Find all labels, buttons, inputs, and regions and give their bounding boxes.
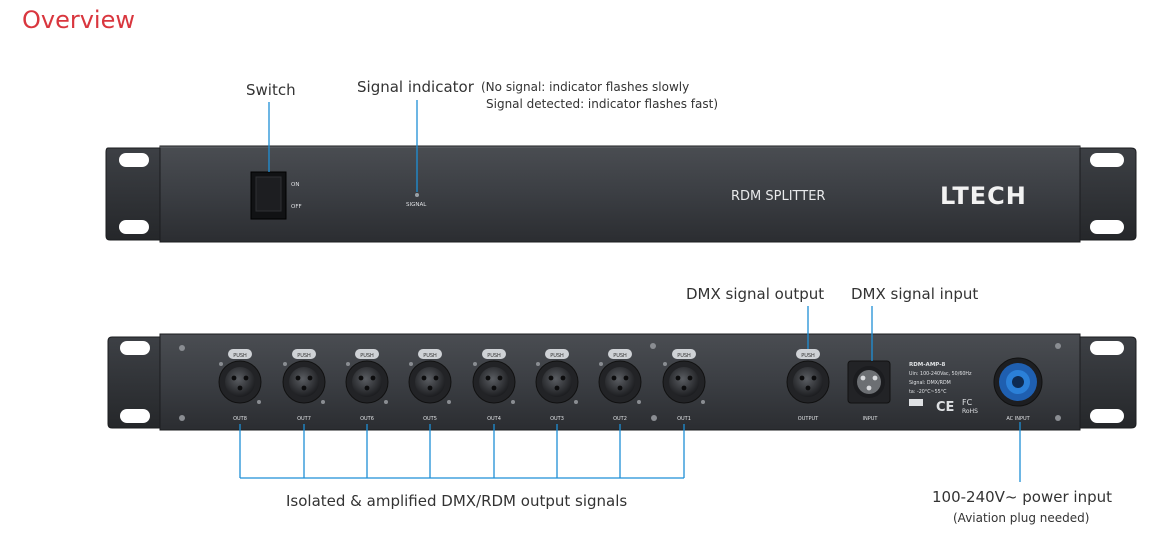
product-name: RDM SPLITTER xyxy=(731,189,825,204)
front-faceplate xyxy=(159,145,1081,243)
power-note: (Aviation plug needed) xyxy=(953,511,1090,525)
back-left-mount-slot-bottom xyxy=(120,409,150,423)
dmx-input-label: DMX signal input xyxy=(851,285,979,303)
back-screws xyxy=(179,343,1061,421)
front-left-ear xyxy=(105,147,161,241)
push-tab[interactable] xyxy=(292,349,316,359)
front-left-mount-slot-top xyxy=(119,153,149,167)
front-right-ear xyxy=(1079,147,1137,241)
push-tab[interactable] xyxy=(418,349,442,359)
spec-line: ta: -20°C~55°C xyxy=(909,389,947,395)
back-right-mount-slot-bottom xyxy=(1090,409,1124,423)
fc-mark: FC xyxy=(962,398,973,407)
ac-input-port[interactable]: AC INPUT xyxy=(993,357,1043,422)
port-label: OUT5 xyxy=(423,416,437,422)
front-panel: ON OFF SIGNAL RDM SPLITTER LTECH xyxy=(105,145,1137,243)
push-text: PUSH xyxy=(487,353,501,359)
push-text: PUSH xyxy=(297,353,311,359)
push-text: PUSH xyxy=(233,353,247,359)
front-right-mount-slot-bottom xyxy=(1090,220,1124,234)
spec-line: Signal: DMX/RDM xyxy=(909,380,951,386)
page-title: Overview xyxy=(22,6,135,34)
outputs-caption: Isolated & amplified DMX/RDM output sign… xyxy=(286,492,628,510)
output-push-tab[interactable] xyxy=(796,349,820,359)
spec-line: Uin: 100-240Vac, 50/60Hz xyxy=(909,371,972,377)
outputs-bracket xyxy=(239,424,685,479)
push-text: PUSH xyxy=(550,353,564,359)
switch-label: Switch xyxy=(246,81,296,99)
push-tab[interactable] xyxy=(672,349,696,359)
output-port-text: OUTPUT xyxy=(798,416,819,422)
port-label: OUT4 xyxy=(487,416,501,422)
dmx-output-label: DMX signal output xyxy=(686,285,825,303)
xlr-port-out3[interactable]: PUSH OUT3 xyxy=(535,349,579,422)
signal-note-fast: Signal detected: indicator flashes fast) xyxy=(486,97,718,111)
brand-logo: LTECH xyxy=(940,182,1027,210)
switch-on-text: ON xyxy=(291,182,299,188)
port-label: OUT8 xyxy=(233,416,247,422)
port-label: OUT7 xyxy=(297,416,311,422)
ac-port-text: AC INPUT xyxy=(1006,416,1030,422)
xlr-port-out7[interactable]: PUSH OUT7 xyxy=(282,349,326,422)
xlr-port-out8[interactable]: PUSH OUT8 xyxy=(218,349,262,422)
xlr-port-out1[interactable]: PUSH OUT1 xyxy=(662,349,706,422)
dmx-input-port[interactable]: INPUT xyxy=(847,360,891,422)
xlr-port-out2[interactable]: PUSH OUT2 xyxy=(598,349,642,422)
rohs-mark: RoHS xyxy=(962,408,978,415)
push-tab[interactable] xyxy=(608,349,632,359)
signal-note-slow: (No signal: indicator flashes slowly xyxy=(481,80,690,94)
port-label: OUT6 xyxy=(360,416,374,422)
push-tab[interactable] xyxy=(545,349,569,359)
xlr-port-out6[interactable]: PUSH OUT6 xyxy=(345,349,389,422)
output-push-text: PUSH xyxy=(801,353,815,359)
front-left-mount-slot-bottom xyxy=(119,220,149,234)
switch-off-text: OFF xyxy=(291,204,302,210)
port-label: OUT1 xyxy=(677,416,691,422)
back-callouts xyxy=(239,306,1021,482)
spec-line: RDM-AMP-8 xyxy=(909,362,946,368)
power-caption: 100-240V~ power input xyxy=(932,488,1112,506)
ce-mark: CE xyxy=(936,400,954,415)
signal-indicator-label: Signal indicator xyxy=(357,78,474,96)
push-text: PUSH xyxy=(423,353,437,359)
back-left-mount-slot-top xyxy=(120,341,150,355)
push-text: PUSH xyxy=(613,353,627,359)
back-panel: PUSH OUT8 PUSH OUT7 PUSH OUT6 PUSH OUT5 PUSH OUT4… xyxy=(107,333,1137,431)
signal-led xyxy=(415,193,419,197)
port-label: OUT2 xyxy=(613,416,627,422)
xlr-port-out4[interactable]: PUSH OUT4 xyxy=(472,349,516,422)
xlr-port-out5[interactable]: PUSH OUT5 xyxy=(408,349,452,422)
back-left-ear xyxy=(107,336,161,429)
input-port-text: INPUT xyxy=(863,416,879,422)
back-right-ear xyxy=(1079,336,1137,429)
push-text: PUSH xyxy=(677,353,691,359)
push-tab[interactable] xyxy=(228,349,252,359)
back-right-mount-slot-top xyxy=(1090,341,1124,355)
output-ports: PUSH OUT8 PUSH OUT7 PUSH OUT6 PUSH OUT5 PUSH OUT4… xyxy=(218,349,706,422)
signal-led-text: SIGNAL xyxy=(406,202,427,208)
power-switch-rocker[interactable] xyxy=(255,176,282,212)
front-callouts xyxy=(268,100,418,192)
push-text: PUSH xyxy=(360,353,374,359)
push-tab[interactable] xyxy=(355,349,379,359)
dmx-output-port[interactable]: PUSH OUTPUT xyxy=(786,349,830,422)
push-tab[interactable] xyxy=(482,349,506,359)
port-label: OUT3 xyxy=(550,416,564,422)
weee-icon xyxy=(909,399,923,406)
front-right-mount-slot-top xyxy=(1090,153,1124,167)
